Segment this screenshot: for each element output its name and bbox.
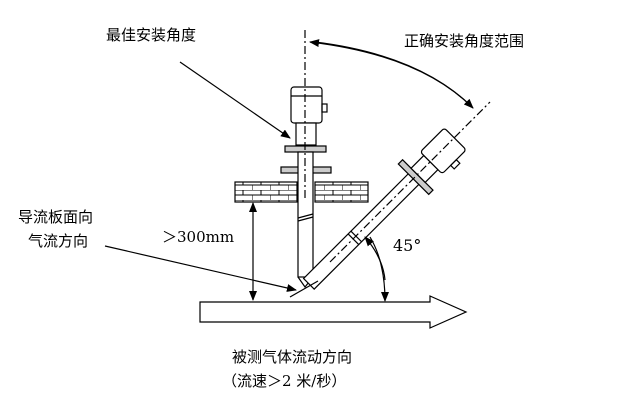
range-arc	[314, 41, 474, 109]
flow-arrow	[199, 295, 468, 329]
distance-label: ＞300mm	[162, 228, 235, 246]
baffle-label-1: 导流板面向	[18, 208, 94, 226]
correct-range-label: 正确安装角度范围	[404, 32, 525, 50]
baffle-leader	[104, 245, 297, 292]
angle-label: 45°	[393, 236, 422, 255]
baffle-label-2: 气流方向	[28, 232, 89, 250]
angled-axis	[329, 101, 491, 263]
flow-label-2: （流速＞2 米/秒）	[222, 372, 347, 390]
wall-left	[234, 181, 298, 203]
best-angle-leader	[179, 61, 291, 139]
flow-label-1: 被测气体流动方向	[232, 348, 353, 366]
wall-right	[314, 181, 369, 203]
best-angle-label: 最佳安装角度	[106, 26, 197, 44]
vertical-probe	[280, 86, 332, 289]
